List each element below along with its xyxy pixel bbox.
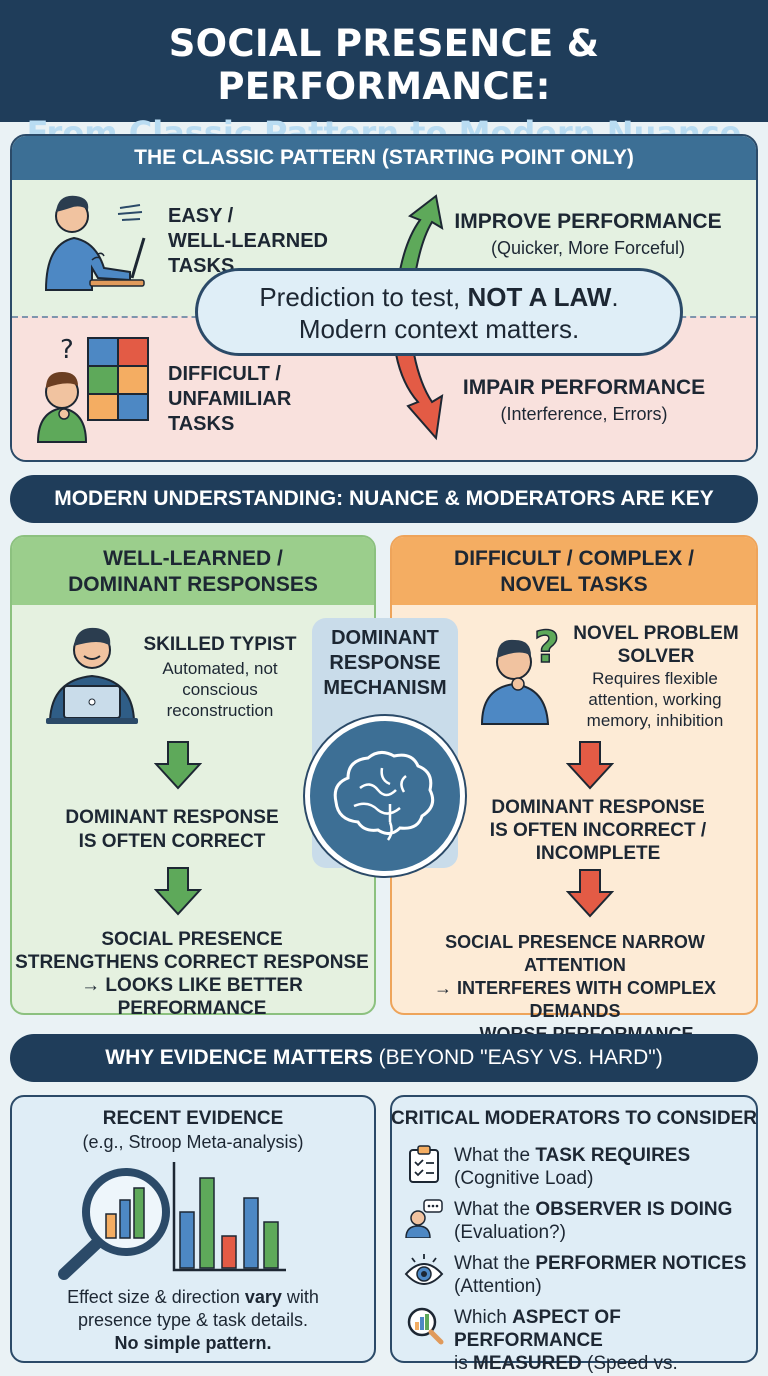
problem-solver-icon: ?	[480, 621, 560, 725]
well-learned-card: WELL-LEARNED / DOMINANT RESPONSES	[10, 535, 376, 1015]
skilled-typist-title: SKILLED TYPIST	[143, 634, 297, 655]
impair-performance-heading: IMPAIR PERFORMANCE	[462, 376, 706, 399]
magnifier-chart-icon	[407, 1307, 444, 1345]
difficult-tasks-label: DIFFICULT / UNFAMILIAR TASKS	[168, 363, 292, 435]
modern-understanding-banner: MODERN UNDERSTANDING: NUANCE & MODERATOR…	[10, 475, 758, 523]
arrow-down-icon	[394, 353, 444, 441]
header: SOCIAL PRESENCE & PERFORMANCE: From Clas…	[0, 0, 768, 152]
classic-pattern-title: THE CLASSIC PATTERN (STARTING POINT ONLY…	[12, 136, 756, 180]
typist-icon	[44, 195, 146, 291]
arrow-down-icon	[566, 869, 614, 918]
prediction-callout: Prediction to test, NOT A LAW. Modern co…	[195, 268, 683, 356]
narrow-attention-text: SOCIAL PRESENCE NARROW ATTENTION → INTER…	[433, 932, 716, 1044]
critical-moderators-card	[390, 1095, 758, 1363]
easy-tasks-label: EASY / WELL-LEARNED TASKS	[168, 205, 328, 277]
improve-performance-detail: (Quicker, More Forceful)	[490, 238, 686, 258]
recent-evidence-card	[10, 1095, 376, 1363]
why-evidence-matters-banner: WHY EVIDENCE MATTERS (BEYOND "EASY VS. H…	[10, 1034, 758, 1082]
eye-icon	[404, 1254, 444, 1285]
dominant-correct-text: DOMINANT RESPONSE IS OFTEN CORRECT	[65, 807, 279, 852]
skilled-typist-icon	[46, 627, 138, 724]
svg-text:?: ?	[534, 622, 560, 673]
strengthens-correct-text: SOCIAL PRESENCE STRENGTHENS CORRECT RESP…	[15, 929, 369, 1019]
arrow-down-icon	[154, 867, 202, 916]
problem-solver-title: NOVEL PROBLEM SOLVER	[573, 623, 739, 667]
improve-performance-heading: IMPROVE PERFORMANCE	[454, 210, 722, 233]
svg-text:?: ?	[60, 335, 74, 365]
observer-icon	[405, 1199, 443, 1238]
dominant-incorrect-text: DOMINANT RESPONSE IS OFTEN INCORRECT / I…	[489, 797, 707, 864]
skilled-typist-description: Automated, not conscious reconstruction	[162, 659, 278, 720]
impair-performance-detail: (Interference, Errors)	[500, 404, 668, 424]
dominant-response-mechanism-label: DOMINANT RESPONSE MECHANISM	[323, 627, 447, 699]
critical-moderators-title: CRITICAL MODERATORS TO CONSIDER	[391, 1108, 757, 1129]
brain-icon	[333, 751, 435, 841]
recent-evidence-subtitle: (e.g., Stroop Meta-analysis)	[82, 1132, 304, 1152]
arrow-down-icon	[154, 741, 202, 790]
bar-chart-icon	[172, 1162, 286, 1272]
recent-evidence-title: RECENT EVIDENCE	[102, 1108, 284, 1129]
magnifier-bar-chart-icon	[58, 1168, 170, 1280]
evidence-summary: Effect size & direction vary with presen…	[67, 1287, 319, 1353]
problem-solver-description: Requires flexible attention, working mem…	[586, 669, 724, 730]
arrow-down-icon	[566, 741, 614, 790]
well-learned-title: WELL-LEARNED / DOMINANT RESPONSES	[12, 537, 374, 605]
arrow-up-icon	[396, 194, 444, 283]
difficult-tasks-title: DIFFICULT / COMPLEX / NOVEL TASKS	[392, 537, 756, 605]
puzzle-thinker-icon: ?	[36, 335, 149, 443]
clipboard-icon	[409, 1145, 439, 1183]
page-title: SOCIAL PRESENCE & PERFORMANCE:	[168, 22, 600, 108]
